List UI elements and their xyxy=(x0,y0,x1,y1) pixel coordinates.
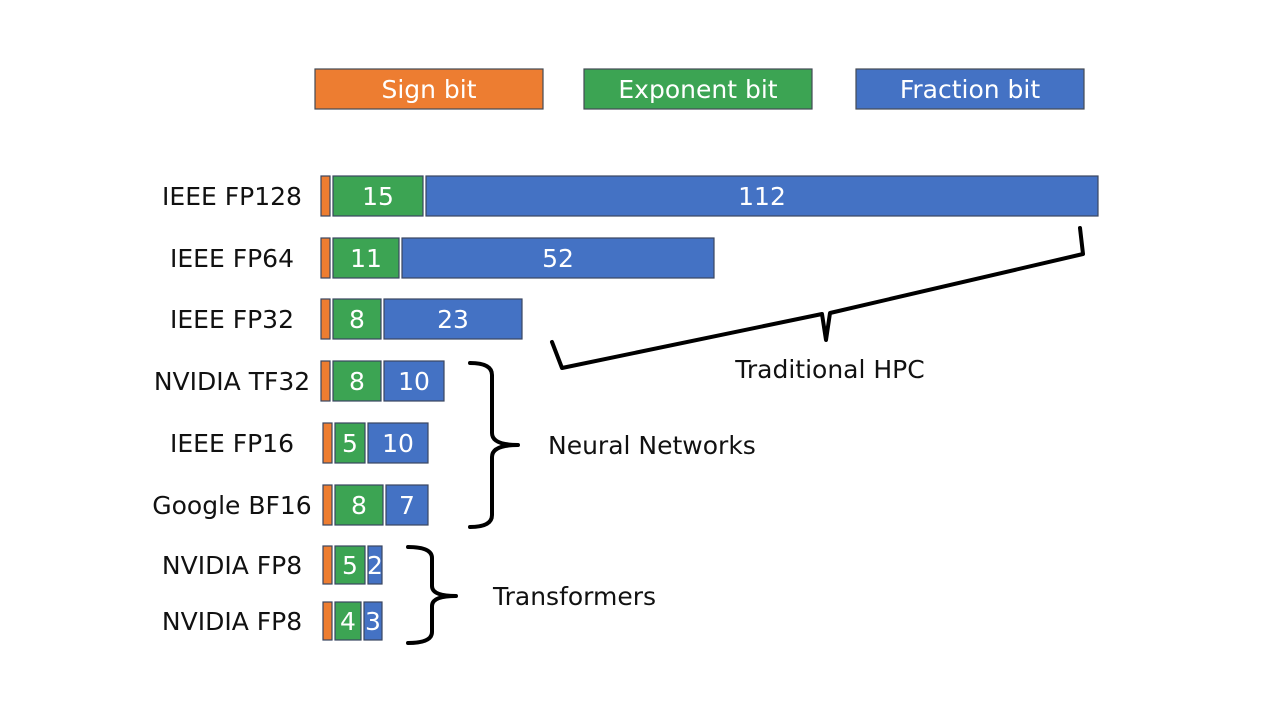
bar-segment-exponent xyxy=(334,545,366,585)
bar-label-fraction: 52 xyxy=(542,244,574,273)
bar-segment-fraction xyxy=(401,237,715,279)
legend-swatch-exponent xyxy=(583,68,813,110)
legend-label-exponent: Exponent bit xyxy=(618,75,777,104)
bar-label-fraction: 7 xyxy=(399,491,415,520)
brace-neural-networks xyxy=(468,361,520,529)
legend-label-fraction: Fraction bit xyxy=(900,75,1041,104)
row-label: IEEE FP64 xyxy=(170,244,294,273)
bar-label-fraction: 2 xyxy=(367,551,383,580)
bar-label-fraction: 10 xyxy=(398,367,430,396)
bar-label-exponent: 8 xyxy=(351,491,367,520)
bar-segment-fraction xyxy=(367,422,429,464)
bar-segment-sign xyxy=(322,601,333,641)
legend-swatch-fraction xyxy=(855,68,1085,110)
group-label-transformers: Transformers xyxy=(492,582,656,611)
bar-label-exponent: 5 xyxy=(342,429,358,458)
bar-segment-exponent xyxy=(332,298,382,340)
bar-segment-exponent xyxy=(334,484,384,526)
bar-segment-sign xyxy=(320,175,331,217)
bar-segment-sign xyxy=(320,237,331,279)
bar-segment-fraction xyxy=(425,175,1099,217)
row-label: Google BF16 xyxy=(152,491,311,520)
bar-label-fraction: 3 xyxy=(365,607,381,636)
row-label: IEEE FP16 xyxy=(170,429,294,458)
bar-segment-fraction xyxy=(383,360,445,402)
bar-label-fraction: 112 xyxy=(738,182,786,211)
bar-segment-fraction xyxy=(367,545,383,585)
bar-segment-fraction xyxy=(363,601,383,641)
bar-segment-sign xyxy=(322,545,333,585)
group-label-neural-networks: Neural Networks xyxy=(548,431,756,460)
bar-segment-sign xyxy=(320,298,331,340)
bar-segment-exponent xyxy=(334,601,362,641)
brace-transformers xyxy=(406,545,458,645)
bar-segment-exponent xyxy=(332,237,400,279)
bar-label-exponent: 4 xyxy=(340,607,356,636)
bar-segment-exponent xyxy=(334,422,366,464)
bar-label-fraction: 10 xyxy=(382,429,414,458)
brace-traditional-hpc xyxy=(550,226,1085,370)
row-label: IEEE FP32 xyxy=(170,305,294,334)
bar-label-exponent: 8 xyxy=(349,305,365,334)
row-label: IEEE FP128 xyxy=(162,182,302,211)
row-label: NVIDIA TF32 xyxy=(154,367,310,396)
legend-label-sign: Sign bit xyxy=(381,75,476,104)
bar-label-exponent: 15 xyxy=(362,182,394,211)
bar-label-exponent: 11 xyxy=(350,244,382,273)
legend-swatch-sign xyxy=(314,68,544,110)
bar-segment-fraction xyxy=(383,298,523,340)
bar-segment-sign xyxy=(322,422,333,464)
bar-segment-fraction xyxy=(385,484,429,526)
bar-segment-exponent xyxy=(332,175,424,217)
bar-segment-exponent xyxy=(332,360,382,402)
bar-label-exponent: 8 xyxy=(349,367,365,396)
bar-segment-sign xyxy=(322,484,333,526)
bar-label-fraction: 23 xyxy=(437,305,469,334)
bar-label-exponent: 5 xyxy=(342,551,358,580)
legend: Sign bit Exponent bit Fraction bit xyxy=(314,68,1085,110)
row-label: NVIDIA FP8 xyxy=(162,607,302,636)
group-braces: Traditional HPC Neural NetworksTransforme… xyxy=(406,226,1085,645)
row-label: NVIDIA FP8 xyxy=(162,551,302,580)
group-label-traditional-hpc: Traditional HPC xyxy=(734,355,924,384)
bar-segment-sign xyxy=(320,360,331,402)
